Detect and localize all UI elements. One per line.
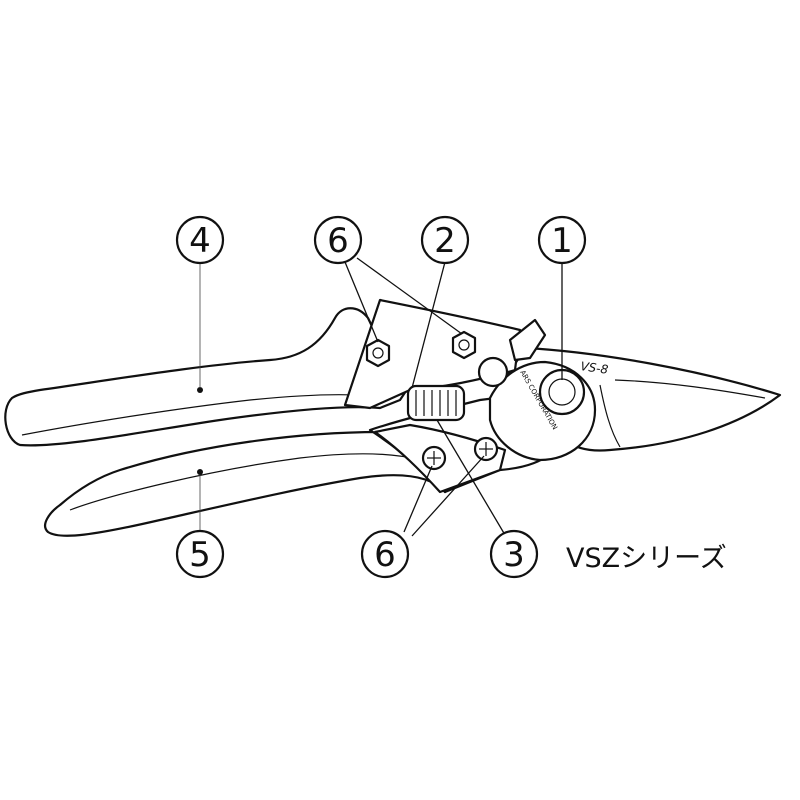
- callout-3: 3: [489, 529, 539, 579]
- leader-3: [436, 419, 509, 541]
- handle-dot-lower: [197, 469, 203, 475]
- svg-text:4: 4: [189, 221, 211, 261]
- leader-6a-1: [344, 261, 379, 343]
- leader-2: [411, 261, 446, 389]
- callout-4: 4: [175, 215, 225, 265]
- callout-5: 5: [175, 529, 225, 579]
- upper-handle-inner: [21, 394, 371, 436]
- callout-2: 2: [420, 215, 470, 265]
- model-engraving: VS-8: [580, 359, 610, 377]
- hex-bolt-upper-left: [365, 338, 391, 368]
- svg-text:3: 3: [503, 535, 525, 575]
- screw-lower-right: [473, 436, 499, 462]
- latch-knob: [477, 356, 509, 388]
- leader-6b-2: [411, 455, 485, 537]
- latch: [508, 318, 547, 362]
- lower-handle: [44, 430, 472, 537]
- leader-6b-1: [403, 465, 433, 533]
- callout-6-lower: 6: [360, 529, 410, 579]
- series-label: VSZシリーズ: [566, 543, 727, 574]
- leader-6a-2: [356, 257, 463, 335]
- callout-6-upper: 6: [313, 215, 363, 265]
- svg-text:1: 1: [551, 221, 573, 261]
- hex-bolt-upper-right: [451, 330, 477, 360]
- spring: [406, 384, 466, 422]
- screw-lower-left: [421, 445, 447, 471]
- callout-1: 1: [537, 215, 587, 265]
- svg-text:5: 5: [189, 535, 211, 575]
- blade-edge: [614, 379, 766, 399]
- handle-dot-upper: [197, 387, 203, 393]
- lower-handle-inner: [69, 453, 421, 511]
- svg-text:2: 2: [434, 221, 456, 261]
- svg-text:6: 6: [327, 221, 349, 261]
- blade-bevel: [599, 384, 621, 448]
- svg-text:6: 6: [374, 535, 396, 575]
